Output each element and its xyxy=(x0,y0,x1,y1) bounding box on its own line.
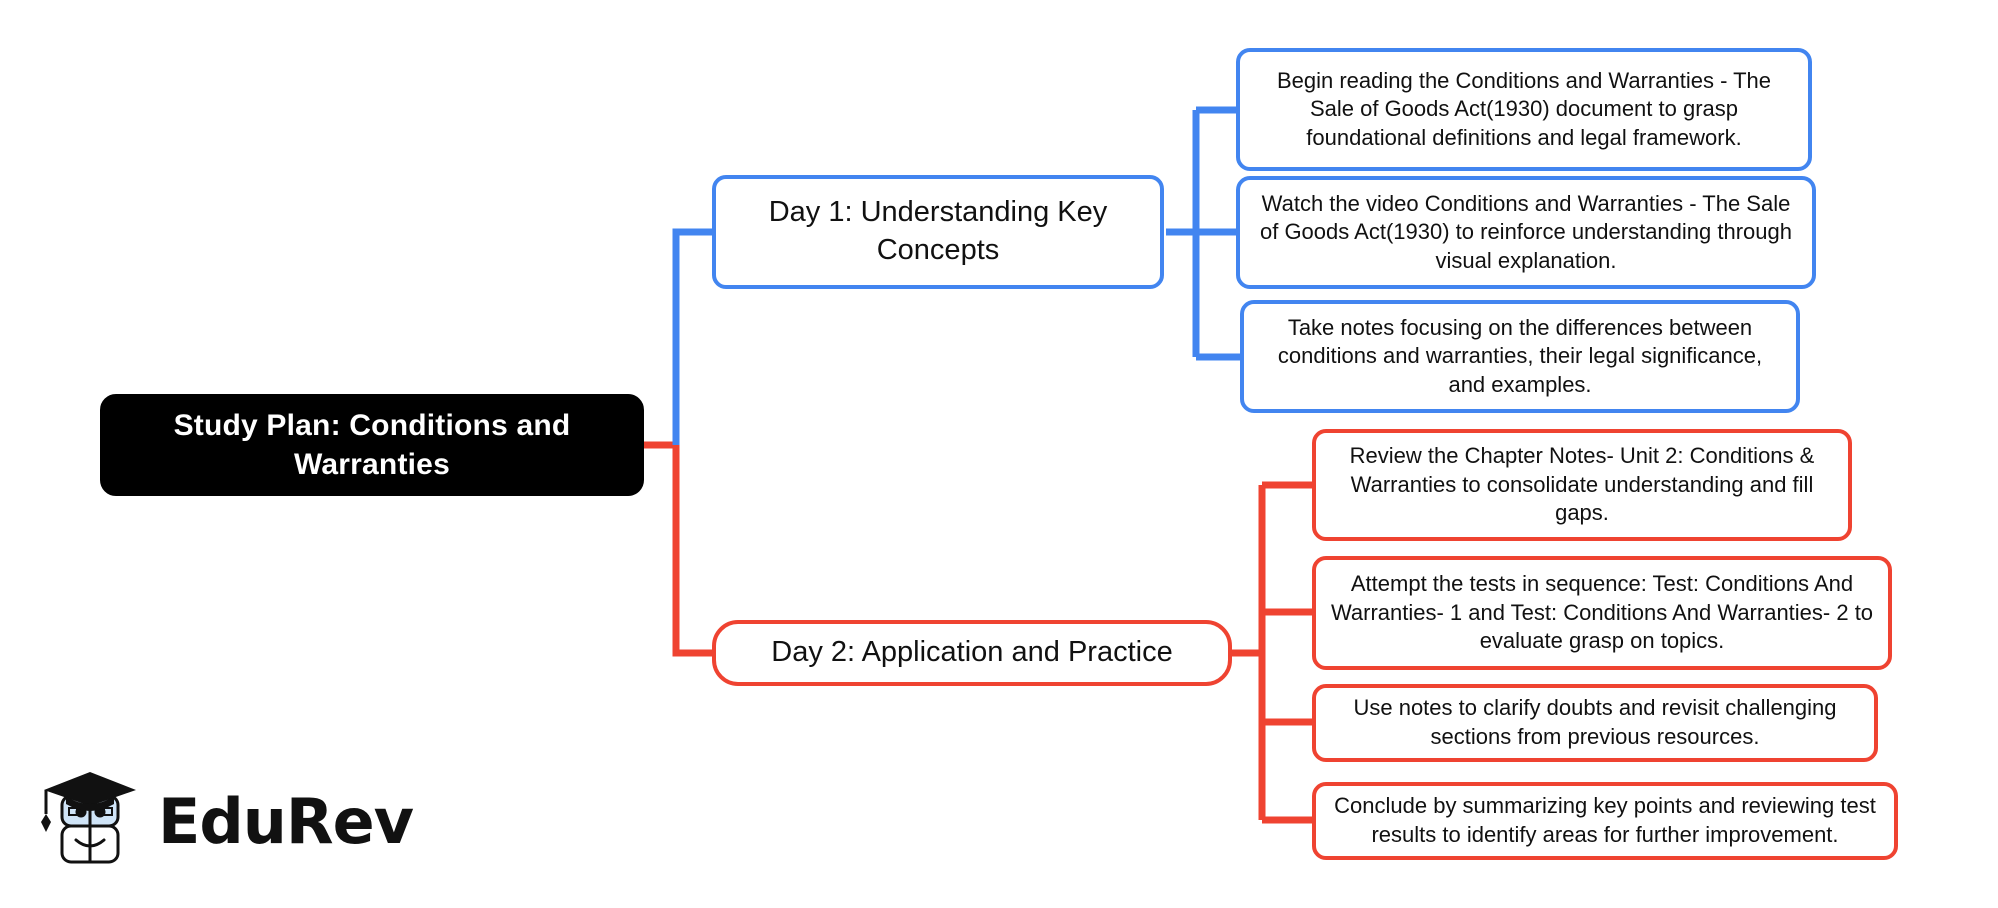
leaf-node-day-1-3-text: Take notes focusing on the differences b… xyxy=(1277,314,1763,397)
leaf-node-day-2-4-text: Conclude by summarizing key points and r… xyxy=(1334,793,1876,847)
leaf-node-day-2-2[interactable]: Attempt the tests in sequence: Test: Con… xyxy=(1312,556,1892,670)
leaf-node-day-1-1-text: Begin reading the Conditions and Warrant… xyxy=(1276,67,1772,150)
leaf-node-day-2-1[interactable]: Review the Chapter Notes- Unit 2: Condit… xyxy=(1312,429,1852,541)
leaf-node-day-2-2-text: Attempt the tests in sequence: Test: Con… xyxy=(1330,571,1874,654)
root-node-label: Study Plan: Conditions and Warranties xyxy=(173,409,571,481)
leaf-node-day-2-1-text: Review the Chapter Notes- Unit 2: Condit… xyxy=(1349,443,1815,526)
leaf-node-day-2-3-text: Use notes to clarify doubts and revisit … xyxy=(1353,695,1837,749)
root-node[interactable]: Study Plan: Conditions and Warranties xyxy=(100,394,644,496)
branch-node-day-1[interactable]: Day 1: Understanding Key Concepts xyxy=(712,175,1164,289)
edurev-wordmark: EduRev xyxy=(158,785,414,858)
leaf-node-day-1-1[interactable]: Begin reading the Conditions and Warrant… xyxy=(1236,48,1812,171)
leaf-node-day-1-3[interactable]: Take notes focusing on the differences b… xyxy=(1240,300,1800,413)
leaf-node-day-1-2[interactable]: Watch the video Conditions and Warrantie… xyxy=(1236,176,1816,289)
branch-node-day-2[interactable]: Day 2: Application and Practice xyxy=(712,620,1232,686)
branch-node-day-2-label: Day 2: Application and Practice xyxy=(771,636,1173,669)
graduation-cap-book-mascot-icon xyxy=(41,772,136,864)
branch-node-day-1-label: Day 1: Understanding Key Concepts xyxy=(768,196,1108,266)
leaf-node-day-1-2-text: Watch the video Conditions and Warrantie… xyxy=(1259,190,1792,273)
leaf-node-day-2-3[interactable]: Use notes to clarify doubts and revisit … xyxy=(1312,684,1878,762)
leaf-node-day-2-4[interactable]: Conclude by summarizing key points and r… xyxy=(1312,782,1898,860)
edurev-logo: EduRev xyxy=(36,770,414,874)
